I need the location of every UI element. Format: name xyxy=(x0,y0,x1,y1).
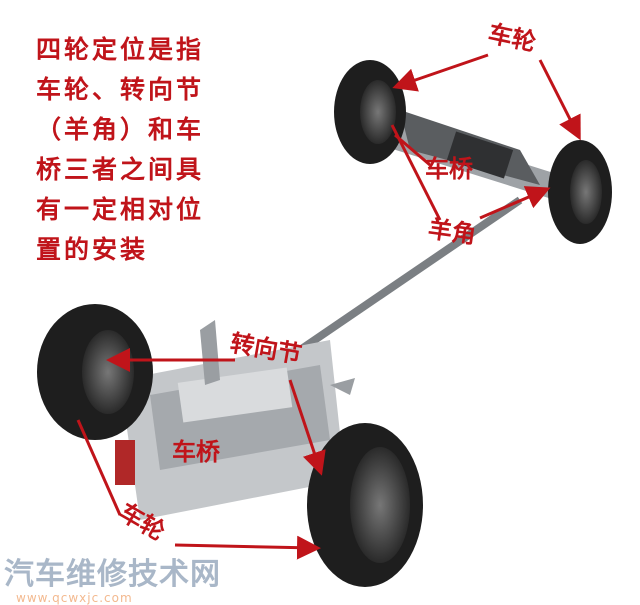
rear-axle xyxy=(380,110,560,200)
intro-text: 四轮定位是指 车轮、转向节 （羊角）和车 桥三者之间具 有一定相对位 置的安装 xyxy=(36,30,236,270)
wheel-rear-right xyxy=(548,140,612,244)
wheel-front-left xyxy=(37,304,153,440)
intro-line: 有一定相对位 xyxy=(36,195,205,224)
line-knuckle xyxy=(390,124,442,221)
arrow-steering-knuckle-right xyxy=(288,379,326,476)
intro-line: 四轮定位是指 xyxy=(36,35,205,64)
label-axle-front: 车桥 xyxy=(172,438,220,466)
wheel-front-right xyxy=(307,423,423,587)
front-axle xyxy=(115,320,355,520)
arrow-rear-wheel-left xyxy=(392,53,489,92)
arrow-front-wheel xyxy=(174,535,321,560)
intro-line: （羊角）和车 xyxy=(36,115,205,144)
watermark-name: 汽车维修技术网 xyxy=(4,557,221,592)
watermark-url: www.qcwxjc.com xyxy=(16,591,133,605)
intro-line: 置的安装 xyxy=(36,235,149,264)
annotation-arrows xyxy=(76,53,581,560)
wheel-rear-left xyxy=(334,60,406,164)
arrow-rear-wheel-right xyxy=(538,59,581,141)
intro-line: 桥三者之间具 xyxy=(36,155,205,184)
arrow-knuckle xyxy=(479,186,551,220)
intro-line: 车轮、转向节 xyxy=(36,75,205,104)
drive-shaft xyxy=(297,196,523,354)
label-axle-rear: 车桥 xyxy=(425,155,473,183)
line-front-wheel xyxy=(76,419,122,516)
